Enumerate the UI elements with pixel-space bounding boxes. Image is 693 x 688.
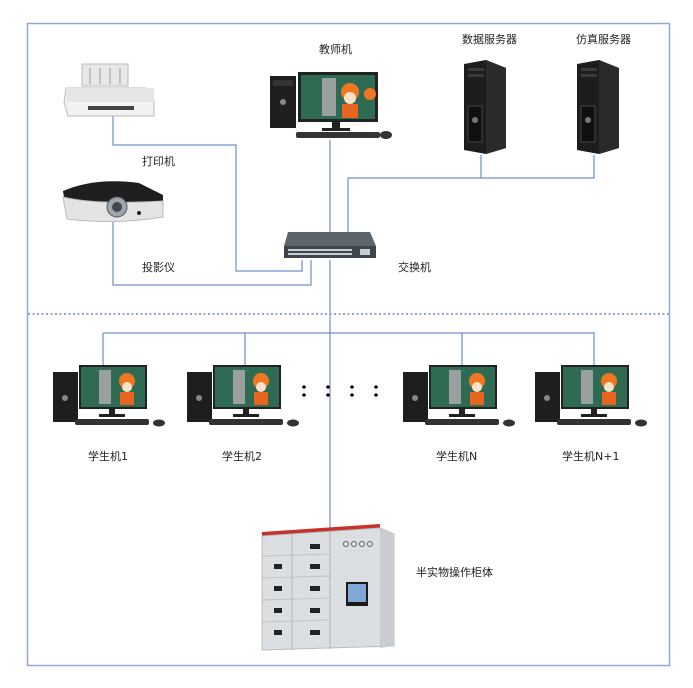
projector-label: 投影仪 bbox=[142, 261, 175, 274]
ellipsis-dots bbox=[302, 385, 378, 397]
data-server-label: 数据服务器 bbox=[462, 33, 517, 46]
switch-label: 交换机 bbox=[398, 261, 431, 274]
student-1-label: 学生机1 bbox=[88, 450, 128, 463]
teacher-label: 教师机 bbox=[319, 43, 352, 56]
student-computer-n1-icon bbox=[535, 365, 647, 427]
outer-frame bbox=[26, 22, 671, 667]
edge-servers-switch bbox=[347, 155, 595, 232]
printer-icon bbox=[63, 63, 155, 117]
student-computer-1-icon bbox=[53, 365, 165, 427]
student-n1-label: 学生机N+1 bbox=[562, 450, 620, 463]
teacher-computer-icon bbox=[270, 72, 392, 139]
switchgear-cabinet-icon bbox=[261, 524, 395, 651]
student-computer-n-icon bbox=[403, 365, 515, 427]
student-2-label: 学生机2 bbox=[222, 450, 262, 463]
projector-icon bbox=[62, 181, 164, 223]
student-computer-2-icon bbox=[187, 365, 299, 427]
edge-printer-switch bbox=[112, 113, 303, 272]
printer-label: 打印机 bbox=[142, 155, 175, 168]
sim-server-icon bbox=[577, 60, 619, 154]
cabinet-label: 半实物操作柜体 bbox=[416, 566, 493, 579]
data-server-icon bbox=[464, 60, 506, 154]
sim-server-label: 仿真服务器 bbox=[576, 33, 631, 46]
network-switch-icon bbox=[284, 232, 376, 258]
edge-projector-switch bbox=[112, 222, 312, 286]
student-n-label: 学生机N bbox=[436, 450, 478, 463]
